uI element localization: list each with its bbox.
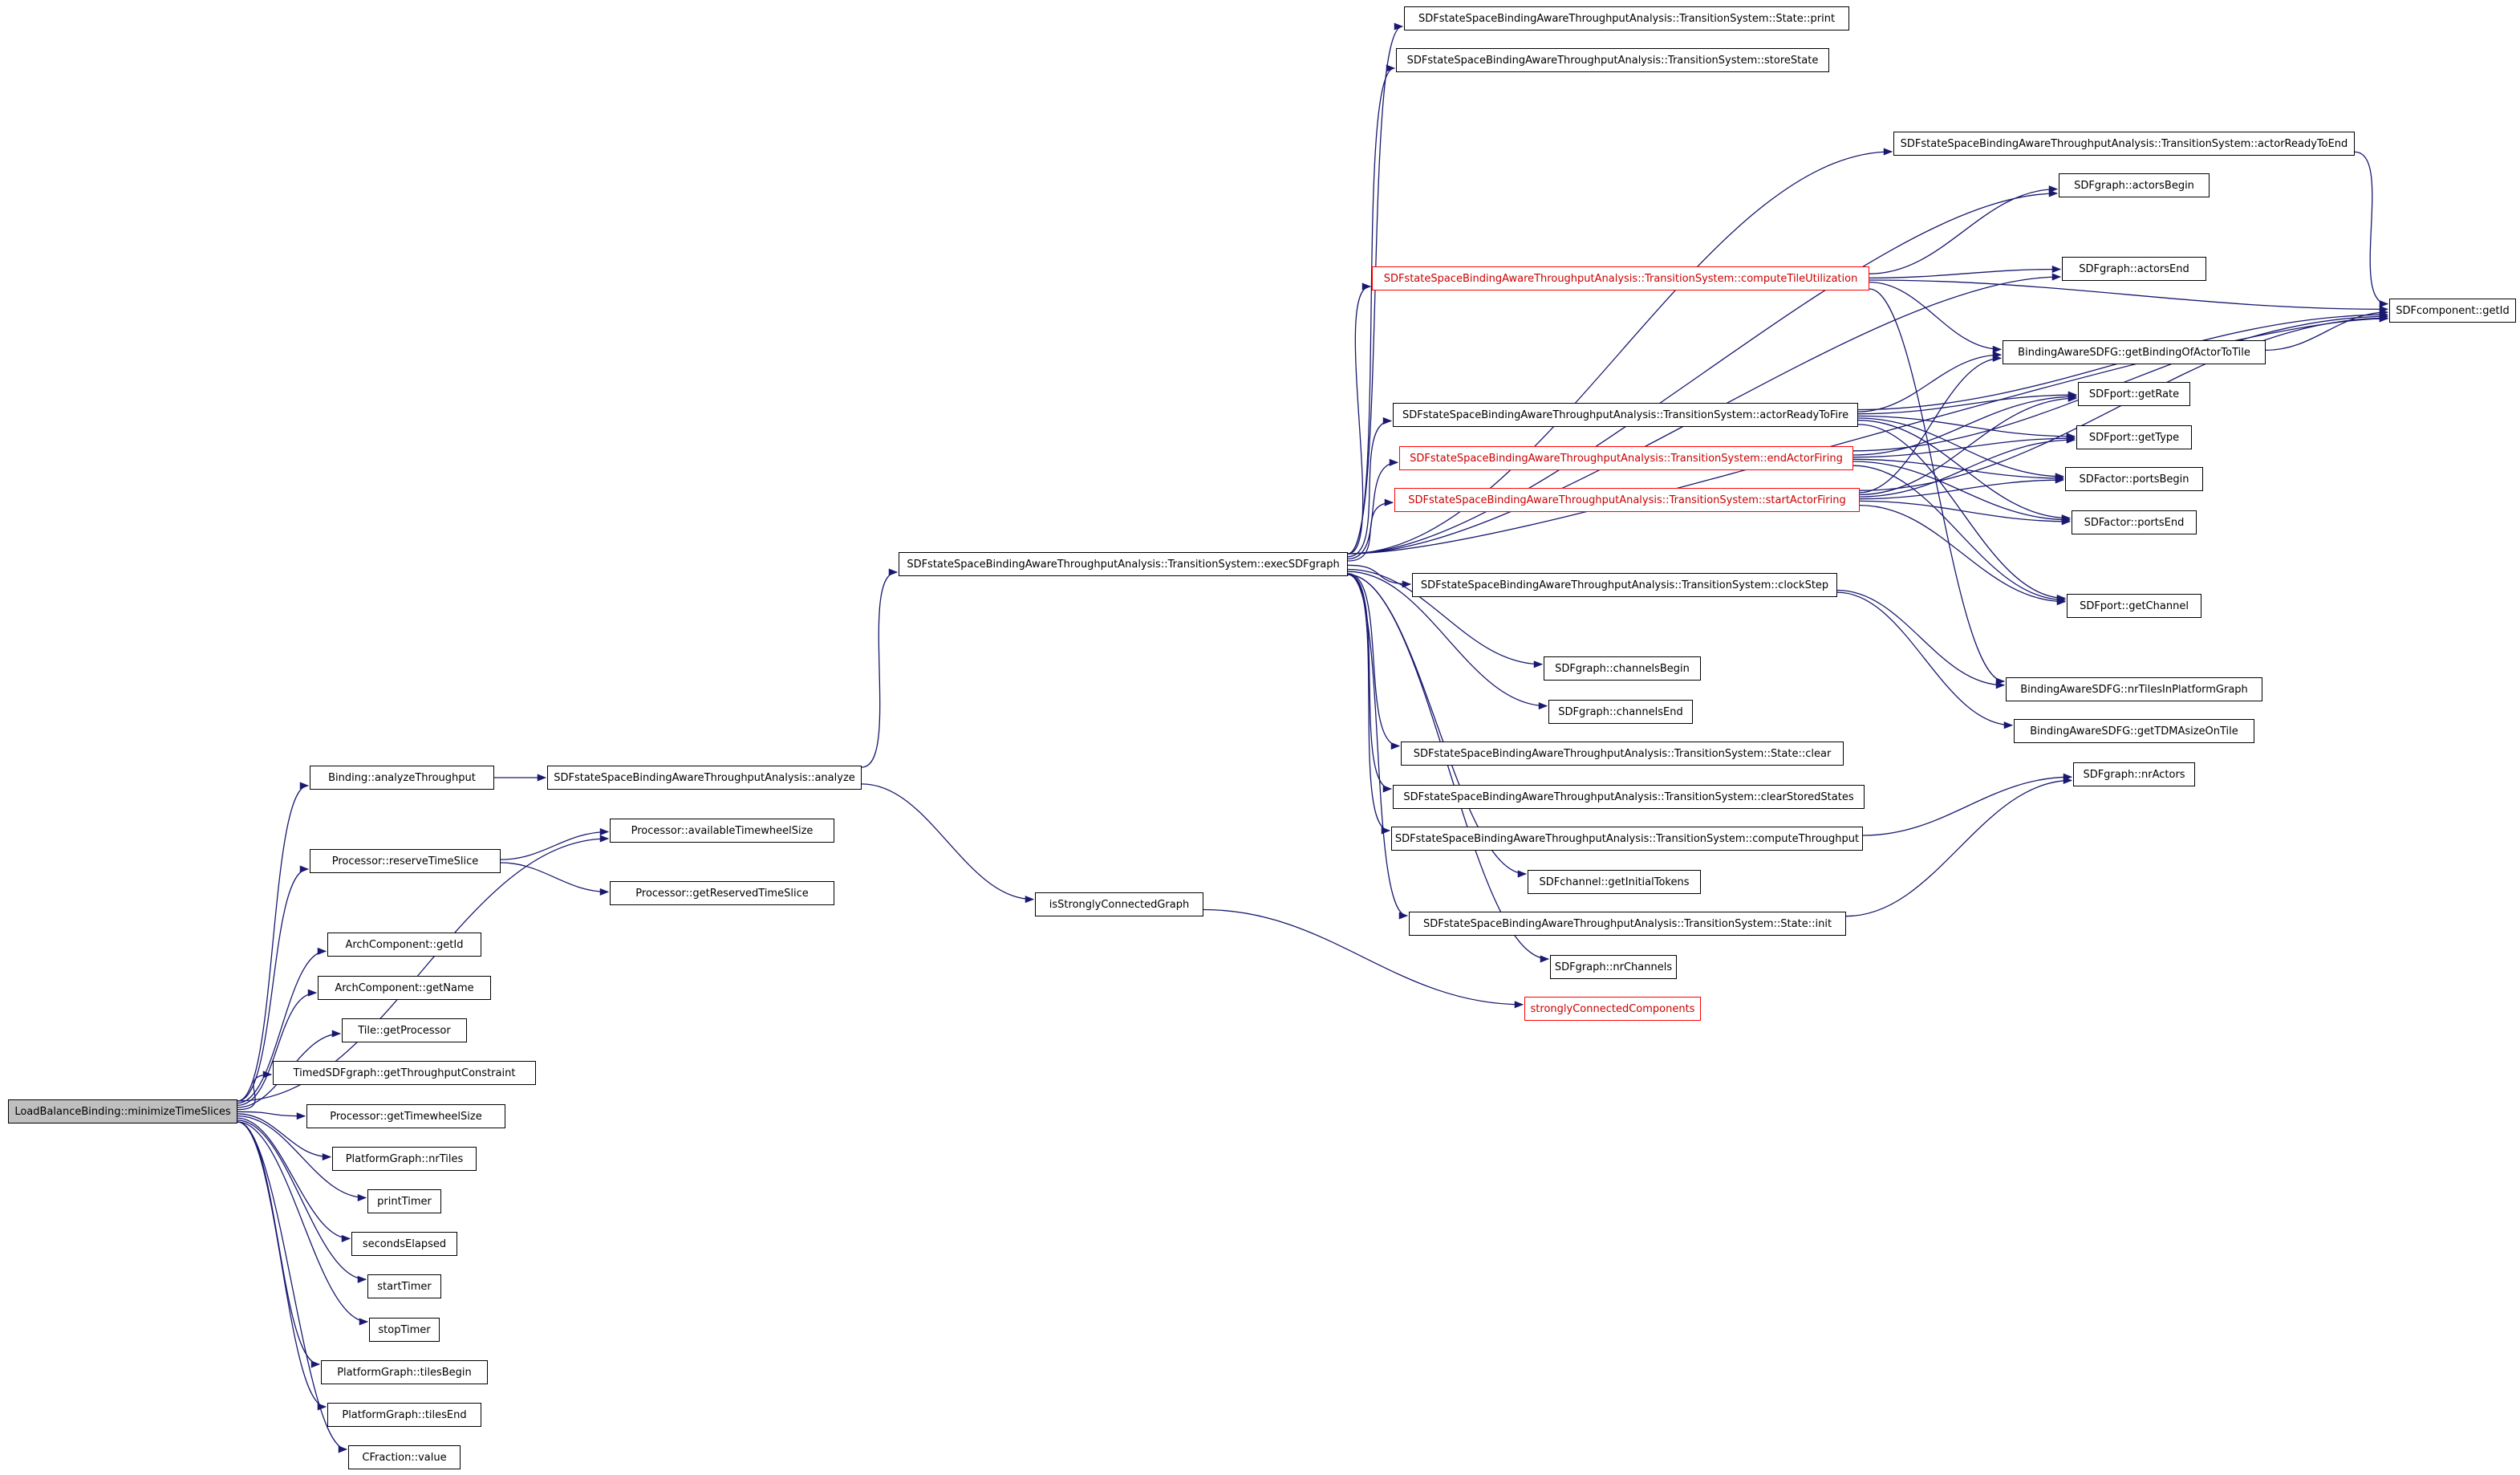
graph-node-clockStep[interactable]: SDFstateSpaceBindingAwareThroughputAnaly… [1412,573,1837,597]
graph-node-tilesEnd[interactable]: PlatformGraph::tilesEnd [327,1403,481,1427]
graph-node-stateInit[interactable]: SDFstateSpaceBindingAwareThroughputAnaly… [1409,912,1846,936]
graph-node-minimizeTimeSlices[interactable]: LoadBalanceBinding::minimizeTimeSlices [8,1099,237,1124]
graph-node-channelsBegin[interactable]: SDFgraph::channelsBegin [1544,656,1701,681]
graph-node-getInitialTokens[interactable]: SDFchannel::getInitialTokens [1528,870,1701,894]
graph-node-endActorFiring[interactable]: SDFstateSpaceBindingAwareThroughputAnaly… [1399,446,1853,470]
graph-node-availableTimewheelSize[interactable]: Processor::availableTimewheelSize [610,819,834,843]
graph-node-startTimer[interactable]: startTimer [367,1274,441,1298]
graph-node-statePrint[interactable]: SDFstateSpaceBindingAwareThroughputAnaly… [1404,6,1849,30]
graph-node-stronglyConnectedComponents[interactable]: stronglyConnectedComponents [1524,997,1701,1021]
graph-node-portsEnd[interactable]: SDFactor::portsEnd [2072,510,2197,534]
graph-node-tilesBegin[interactable]: PlatformGraph::tilesBegin [321,1360,488,1384]
graph-node-getBindingOfActorToTile[interactable]: BindingAwareSDFG::getBindingOfActorToTil… [2003,340,2266,364]
graph-node-getRate[interactable]: SDFport::getRate [2078,382,2190,406]
graph-node-getChannel[interactable]: SDFport::getChannel [2067,594,2201,618]
graph-node-tileGetProcessor[interactable]: Tile::getProcessor [342,1018,467,1042]
graph-node-printTimer[interactable]: printTimer [367,1189,441,1213]
graph-node-nrTiles[interactable]: PlatformGraph::nrTiles [332,1147,477,1171]
graph-node-portsBegin[interactable]: SDFactor::portsBegin [2065,467,2203,491]
graph-node-computeThroughput[interactable]: SDFstateSpaceBindingAwareThroughputAnaly… [1391,827,1863,851]
graph-node-getType[interactable]: SDFport::getType [2076,425,2192,449]
graph-node-analyzeThroughput[interactable]: Binding::analyzeThroughput [310,766,494,790]
graph-node-analyze[interactable]: SDFstateSpaceBindingAwareThroughputAnaly… [547,766,862,790]
graph-node-nrActors[interactable]: SDFgraph::nrActors [2073,762,2195,786]
graph-node-channelsEnd[interactable]: SDFgraph::channelsEnd [1548,700,1693,724]
graph-node-actorReadyToFire[interactable]: SDFstateSpaceBindingAwareThroughputAnaly… [1393,403,1858,427]
graph-node-getReservedTimeSlice[interactable]: Processor::getReservedTimeSlice [610,881,834,905]
graph-node-reserveTimeSlice[interactable]: Processor::reserveTimeSlice [310,849,501,873]
graph-node-actorsEnd[interactable]: SDFgraph::actorsEnd [2062,257,2206,281]
graph-node-startActorFiring[interactable]: SDFstateSpaceBindingAwareThroughputAnaly… [1394,488,1860,512]
graph-node-nrChannels[interactable]: SDFgraph::nrChannels [1550,955,1677,979]
graph-node-actorReadyToEnd[interactable]: SDFstateSpaceBindingAwareThroughputAnaly… [1893,132,2355,156]
graph-node-actorsBegin[interactable]: SDFgraph::actorsBegin [2059,173,2210,197]
graph-node-getTDMAsizeOnTile[interactable]: BindingAwareSDFG::getTDMAsizeOnTile [2014,719,2254,743]
graph-node-stopTimer[interactable]: stopTimer [369,1318,440,1342]
graph-node-execSDFgraph[interactable]: SDFstateSpaceBindingAwareThroughputAnaly… [899,552,1348,576]
graph-node-getThroughputConstraint[interactable]: TimedSDFgraph::getThroughputConstraint [273,1061,536,1085]
graph-node-nrTilesInPlatformGraph[interactable]: BindingAwareSDFG::nrTilesInPlatformGraph [2006,677,2262,701]
graph-node-stateClear[interactable]: SDFstateSpaceBindingAwareThroughputAnaly… [1401,742,1844,766]
graph-node-secondsElapsed[interactable]: secondsElapsed [351,1232,457,1256]
graph-node-clearStoredStates[interactable]: SDFstateSpaceBindingAwareThroughputAnaly… [1393,785,1865,809]
graph-node-storeState[interactable]: SDFstateSpaceBindingAwareThroughputAnaly… [1396,48,1829,72]
graph-node-cfractionValue[interactable]: CFraction::value [348,1445,461,1469]
graph-node-getTimewheelSize[interactable]: Processor::getTimewheelSize [306,1104,505,1128]
graph-node-archGetName[interactable]: ArchComponent::getName [318,976,491,1000]
graph-node-computeTileUtilization[interactable]: SDFstateSpaceBindingAwareThroughputAnaly… [1372,266,1869,291]
graph-node-componentGetId[interactable]: SDFcomponent::getId [2389,299,2516,323]
graph-node-archGetId[interactable]: ArchComponent::getId [327,933,481,957]
graph-node-isStronglyConnectedGraph[interactable]: isStronglyConnectedGraph [1035,892,1203,916]
